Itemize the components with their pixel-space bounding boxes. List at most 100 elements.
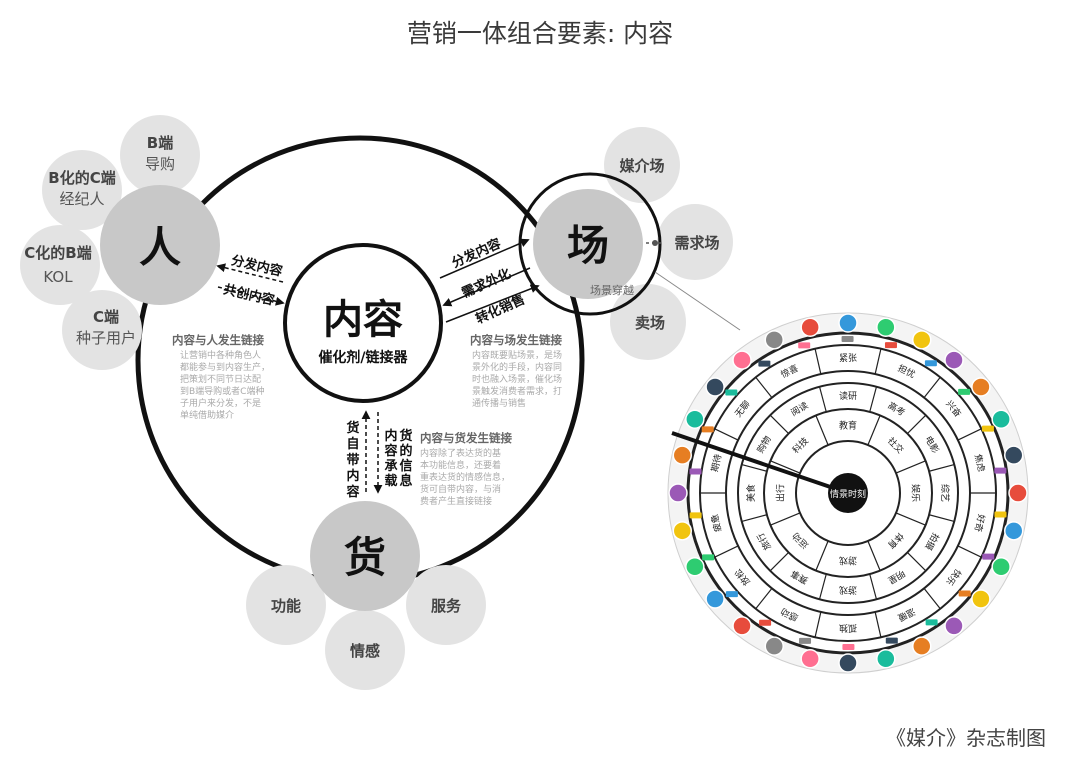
chang-arrow-3 xyxy=(445,284,540,323)
app-logo-icon xyxy=(876,317,896,338)
brand-logo-icon xyxy=(725,389,738,396)
chang-arrow-1 xyxy=(439,238,530,279)
dial-ring-label: 游戏 xyxy=(839,554,857,566)
note-ren-title: 内容与人发生链接 xyxy=(172,333,264,347)
petal-service xyxy=(406,565,486,645)
huo-edge-label-right: 内容承载货的信息 xyxy=(383,428,412,489)
app-logo-icon xyxy=(705,589,725,609)
note-huo-title: 内容与货发生链接 xyxy=(420,431,512,445)
huo-edge-label-left: 货自带内容 xyxy=(345,420,359,500)
petal-emotion-label: 情感 xyxy=(350,642,380,660)
petal-demand-field-label: 需求场 xyxy=(674,234,719,252)
dial-hub-label: 情景时刻 xyxy=(830,488,866,500)
petal-media-field-label: 媒介场 xyxy=(619,157,664,175)
chang-edge-label-2: 需求外化 xyxy=(459,265,513,301)
brand-logo-icon xyxy=(994,467,1007,474)
petal-emotion xyxy=(325,610,405,690)
app-logo-icon xyxy=(838,653,858,673)
note-chang: 内容与场发生链接 内容既要贴场景，是场景外化的手段，内容同时也融入场景，催化场景… xyxy=(470,333,562,409)
dial-ring-label: 焦虑 xyxy=(972,453,988,473)
brand-logo-icon xyxy=(841,336,854,343)
app-logo-icon xyxy=(800,648,820,669)
petal-b-end xyxy=(120,115,200,195)
brand-logo-icon xyxy=(842,643,855,650)
dial-ring-label: 教育 xyxy=(839,420,857,432)
app-logo-icon xyxy=(991,557,1011,577)
app-logo-icon xyxy=(1008,483,1028,503)
brand-logo-icon xyxy=(798,342,811,349)
app-logo-icon xyxy=(838,313,858,333)
app-logo-icon xyxy=(971,377,991,397)
app-logo-icon xyxy=(668,483,688,503)
dial-pointer xyxy=(671,431,849,495)
note-line: 到B端导购或者C端种 xyxy=(180,385,264,397)
petal-b-end-line1: B端 xyxy=(147,134,173,152)
brand-logo-icon xyxy=(725,591,738,598)
dial-ring-label: 娱乐 xyxy=(909,484,921,502)
dial-hub xyxy=(828,473,868,513)
app-logo-icon xyxy=(876,648,896,669)
app-logo-icon xyxy=(764,636,784,656)
brand-logo-icon xyxy=(884,342,897,349)
petal-b-to-c-line1: B化的C端 xyxy=(48,169,115,187)
chang-edge-label-1: 分发内容 xyxy=(449,235,503,271)
brand-logo-icon xyxy=(885,637,898,644)
petal-function-label: 功能 xyxy=(271,597,301,615)
center-title: 内容 xyxy=(323,297,403,343)
note-line: 内容除了表达货的基 xyxy=(420,447,501,459)
petal-b-to-c-line2: 经纪人 xyxy=(59,190,104,208)
brand-logo-icon xyxy=(702,554,715,561)
brand-logo-icon xyxy=(981,425,994,432)
app-logo-icon xyxy=(672,445,693,465)
petal-c-to-b-line2: KOL xyxy=(43,268,73,286)
petal-c-to-b xyxy=(20,225,100,305)
petal-c-end-line2: 种子用户 xyxy=(76,329,136,347)
note-line: 通传播与销售 xyxy=(472,397,526,409)
ren-edge-label-1: 分发内容 xyxy=(230,252,284,279)
brand-logo-icon xyxy=(994,511,1007,518)
note-line: 景外化的手段，内容同 xyxy=(472,361,562,373)
brand-logo-icon xyxy=(758,360,771,367)
chang-inner-label: 场景穿越 xyxy=(590,283,634,297)
petal-service-label: 服务 xyxy=(431,597,462,615)
brand-logo-icon xyxy=(689,468,702,475)
ren-edge-label-2: 共创内容 xyxy=(222,281,276,308)
note-line: 本功能信息，还要着 xyxy=(420,459,501,471)
ren-node xyxy=(100,185,220,305)
chang-label: 场 xyxy=(567,221,609,270)
dial-ring-label: 孤独 xyxy=(839,622,857,634)
petal-c-to-b-line1: C化的B端 xyxy=(24,244,91,262)
app-logo-icon xyxy=(944,350,964,370)
app-logo-icon xyxy=(800,317,820,338)
petal-c-end-line1: C端 xyxy=(93,308,119,326)
chang-edge-label-3: 转化销售 xyxy=(473,291,527,327)
app-logo-icon xyxy=(1003,521,1024,541)
app-logo-icon xyxy=(991,409,1011,429)
app-logo-icon xyxy=(912,636,932,656)
brand-logo-icon xyxy=(958,590,971,597)
huo-petals: 功能 情感 服务 xyxy=(246,565,486,690)
dial-ring-label: 期待 xyxy=(709,453,725,473)
center-subtitle: 催化剂/链接器 xyxy=(318,349,408,366)
huo-node xyxy=(310,501,420,611)
petal-store-field-label: 卖场 xyxy=(635,314,665,332)
brand-logo-icon xyxy=(925,619,938,626)
huo-label: 货 xyxy=(344,533,386,582)
dial-ring-label: 紧张 xyxy=(839,353,857,364)
note-line: 时也融入场景，催化场 xyxy=(472,373,562,385)
app-logo-icon xyxy=(1003,445,1024,465)
dial-ring-label: 好奇 xyxy=(972,513,988,533)
petal-function xyxy=(246,565,326,645)
note-line: 费者产生直接链接 xyxy=(420,495,492,507)
image-credit: 《媒介》杂志制图 xyxy=(886,726,1046,750)
note-line: 内容既要贴场景，是场 xyxy=(472,349,562,361)
note-huo: 内容与货发生链接 内容除了表达货的基本功能信息，还要着重表达货的情感信息，货可自… xyxy=(420,431,512,507)
app-logo-icon xyxy=(705,377,725,397)
petal-media-field xyxy=(604,127,680,203)
app-logo-icon xyxy=(912,330,932,350)
dial-ring-label: 疲惫 xyxy=(709,513,725,533)
note-line: 重表达货的情感信息， xyxy=(420,471,510,483)
brand-logo-icon xyxy=(701,426,714,433)
app-logo-icon xyxy=(732,350,752,370)
